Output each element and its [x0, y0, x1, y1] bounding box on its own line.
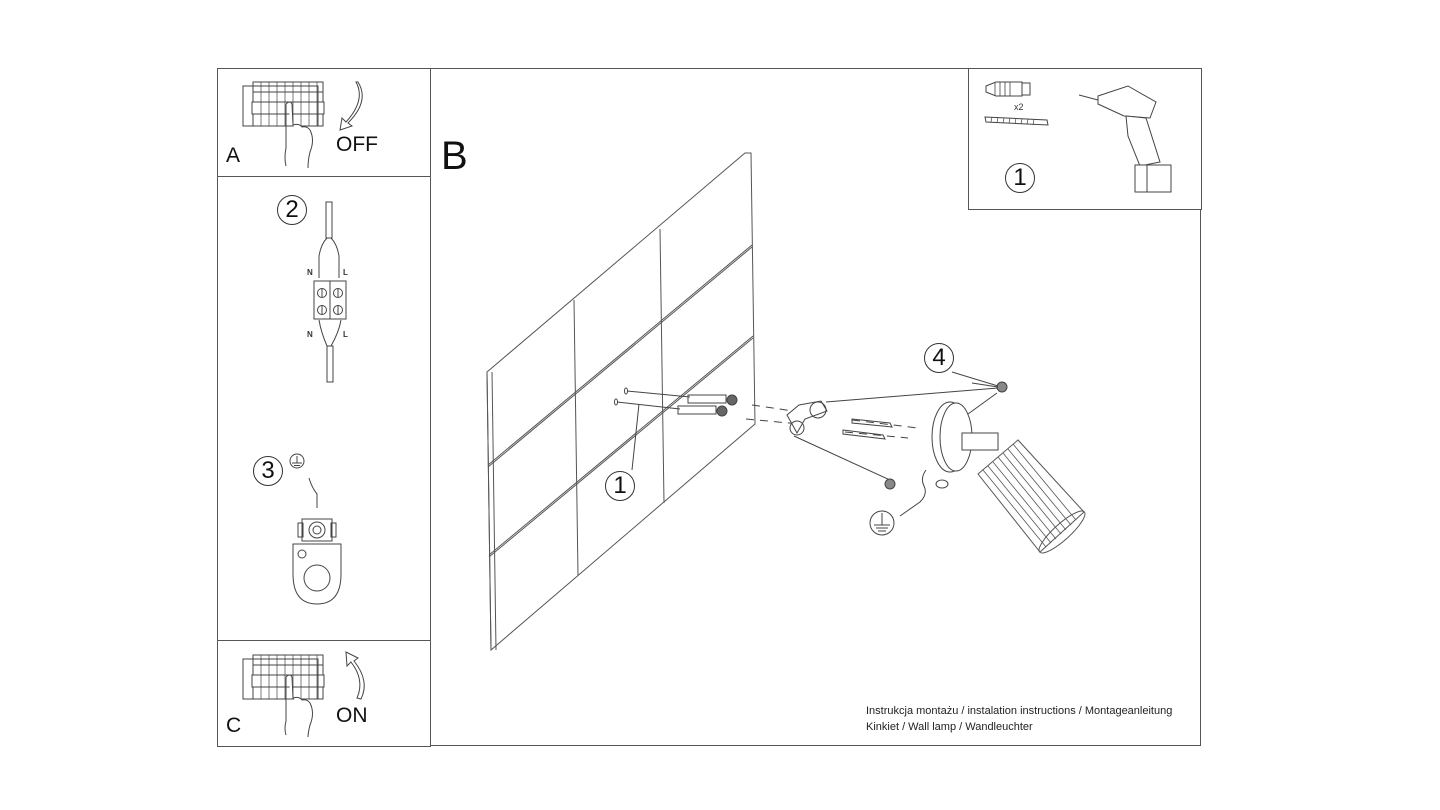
breaker-panel-icon-c — [242, 654, 325, 700]
caption-line-1: Instrukcja montażu / instalation instruc… — [866, 705, 1173, 717]
panel-a-letter: A — [226, 144, 241, 167]
power-on-label: ON — [336, 704, 368, 727]
mounting-screws — [842, 418, 893, 440]
wall-plug-icon — [985, 81, 1031, 97]
wall-anchors — [614, 387, 738, 471]
lamp-base — [931, 401, 999, 489]
drill-icon — [1078, 85, 1172, 193]
screw-icon — [984, 116, 1049, 126]
arrow-down-icon — [339, 81, 363, 131]
hand-pointer-icon-a — [284, 101, 313, 169]
neutral-label-top: N — [307, 268, 313, 277]
fixing-nuts — [884, 381, 1008, 490]
caption-line-2: Kinkiet / Wall lamp / Wandleuchter — [866, 721, 1033, 733]
left-column-divider — [430, 68, 431, 747]
breaker-panel-icon-a — [242, 81, 325, 127]
earth-terminal-diagram — [289, 453, 342, 605]
callout-leader-4 — [951, 371, 999, 387]
callout-step-3: 3 — [253, 456, 283, 486]
terminal-block-diagram — [313, 201, 347, 383]
callout-step-4: 4 — [924, 343, 954, 373]
arrow-up-icon — [345, 651, 365, 700]
instructions-caption: Instrukcja montażu / instalation instruc… — [866, 703, 1172, 735]
live-label-bottom: L — [343, 330, 348, 339]
ribbed-lamp-shade — [977, 439, 1086, 554]
quantity-label: x2 — [1014, 102, 1024, 112]
earth-wire — [869, 469, 927, 536]
neutral-label-bottom: N — [307, 330, 313, 339]
hand-pointer-icon-c — [284, 674, 313, 738]
power-off-label: OFF — [336, 133, 378, 156]
alignment-guide-lines — [745, 404, 919, 439]
diagram-frame — [217, 68, 1201, 746]
callout-step-1-wall: 1 — [605, 471, 635, 501]
tiled-wall — [486, 152, 756, 652]
panel-b-letter: B — [441, 134, 468, 178]
callout-step-1-tools: 1 — [1005, 163, 1035, 193]
mounting-bracket — [786, 387, 999, 481]
panel-c-letter: C — [226, 714, 242, 737]
callout-step-2: 2 — [277, 195, 307, 225]
live-label-top: L — [343, 268, 348, 277]
